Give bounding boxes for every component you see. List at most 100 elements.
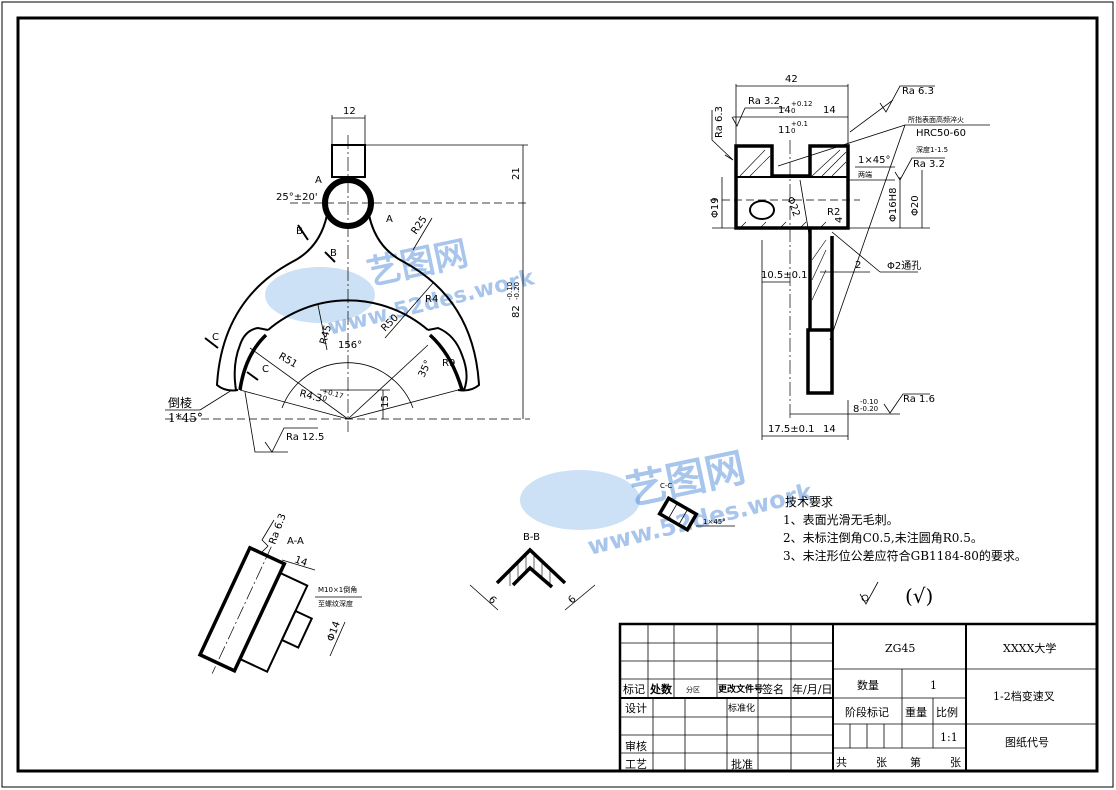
aa-thread — [280, 609, 314, 649]
dim-2: 2 — [855, 260, 861, 271]
school-name: XXXX大学 — [1003, 641, 1056, 655]
section-aa: Ra 6.3 A-A 14 M10×1倒角 至螺纹深度 Φ14 — [197, 512, 362, 674]
roughness-left: Ra 6.3 — [714, 106, 725, 138]
section-label-c: C — [212, 332, 219, 343]
chamfer-value: 1*45° — [168, 411, 203, 425]
fork-outline-right — [368, 214, 481, 392]
dim-r9: R9 — [442, 358, 455, 369]
pin-hole — [749, 200, 775, 220]
part-name: 1-2档变速叉 — [993, 689, 1055, 703]
tech-req-item: 3、未注形位公差应符合GB1184-80的要求。 — [783, 548, 1027, 563]
section-mark-b — [297, 224, 309, 241]
label-sheet-no: 第 — [910, 755, 921, 769]
section-label-b: B — [330, 248, 337, 259]
tech-req-title: 技术要求 — [785, 495, 833, 509]
dim-82-tol-lower: -0.20 — [513, 282, 521, 300]
dim-slot-11-tol-lower: 0 — [791, 127, 795, 135]
top-boss — [331, 144, 366, 178]
label-approve: 批准 — [731, 757, 753, 771]
section-label-a: A — [315, 175, 322, 186]
rev-header-count: 处数 — [649, 682, 673, 696]
cc-title: C-C — [660, 482, 672, 490]
dim-dia-19: Φ19 — [710, 197, 721, 218]
leader — [831, 231, 881, 273]
chamfer-note: 1×45° — [858, 155, 890, 166]
section-label-c: C — [262, 364, 269, 375]
roughness-circle — [861, 594, 869, 602]
fork-outline-left — [215, 214, 328, 392]
section-mark-b — [324, 251, 336, 263]
dim-10-5: 10.5±0.1 — [761, 270, 808, 281]
dim-17-5: 17.5±0.1 — [768, 424, 815, 435]
left-jaw-pad — [238, 333, 268, 391]
side-view: 42 14 +0.12 0 14 11 +0.1 0 Φ19 Φ22 R2 Φ1… — [710, 74, 990, 440]
label-stage: 阶段标记 — [845, 705, 889, 719]
label-weight: 重量 — [905, 705, 927, 719]
hatching — [739, 149, 847, 301]
roughness-ra-12-5: Ra 12.5 — [286, 432, 324, 443]
roughness-unmachined-icon — [859, 581, 879, 605]
dim-line — [249, 347, 349, 420]
watermark-globe — [265, 267, 375, 323]
quantity: 1 — [930, 679, 937, 692]
inner-frame — [16, 16, 1099, 773]
roughness-symbol — [883, 393, 930, 414]
both-ends-note: 两端 — [858, 170, 872, 179]
r43-arc — [281, 362, 414, 409]
dim-dia-16h8: Φ16H8 — [888, 188, 899, 222]
section-bb: B-B 6 6 — [469, 532, 596, 611]
dim-dia-20: Φ20 — [910, 195, 921, 216]
leader — [777, 124, 906, 167]
label-sheets: 张 — [876, 756, 887, 769]
depth-note: 深度1-1.5 — [916, 145, 948, 154]
bb-title: B-B — [523, 532, 540, 543]
material: ZG45 — [885, 642, 915, 655]
dim-line — [412, 217, 433, 251]
rev-header-mark: 标记 — [623, 682, 645, 696]
general-roughness: (√) — [859, 581, 933, 608]
roughness-top-left: Ra 3.2 — [748, 96, 780, 107]
dim-25-deg: 25°±20' — [276, 192, 318, 203]
dim-21: 21 — [511, 167, 522, 180]
dim-r2: R2 — [827, 207, 840, 218]
leader — [199, 389, 233, 411]
bb-profile — [495, 547, 567, 589]
hardness-note: HRC50-60 — [916, 128, 966, 139]
dim-r51: R51 — [277, 351, 300, 370]
label-sheet: 张 — [950, 756, 961, 769]
label-scale: 比例 — [936, 705, 958, 719]
dim-r43-tol-lower: 0 — [321, 394, 327, 403]
aa-roughness: Ra 6.3 — [267, 512, 288, 546]
right-jaw — [427, 326, 468, 391]
label-review: 审核 — [625, 739, 647, 753]
dim-bottom-14: 14 — [823, 424, 836, 435]
roughness-symbol — [894, 157, 945, 181]
dim-line — [281, 559, 316, 571]
roughness-symbol — [261, 519, 275, 553]
section-label-a: A — [386, 214, 393, 225]
dim-line — [564, 584, 596, 611]
dim-12: 12 — [343, 106, 356, 117]
tech-requirements: 技术要求 1、表面光滑无毛刺。 2、未标注倒角C0.5,未注圆角R0.5。 3、… — [783, 495, 1027, 563]
dim-15: 15 — [380, 395, 391, 408]
dim-156-deg: 156° — [338, 340, 362, 351]
hub — [322, 177, 374, 229]
rev-header-doc: 更改文件号 — [718, 683, 763, 695]
label-process: 工艺 — [625, 758, 647, 771]
fork-arm — [808, 228, 834, 330]
rev-header-zone: 分区 — [686, 685, 700, 694]
roughness-other: (√) — [905, 584, 933, 608]
dim-4: 4 — [834, 217, 845, 223]
centerline — [211, 546, 272, 674]
dim-right-14: 14 — [823, 105, 836, 116]
dim-dia-22: Φ22 — [784, 195, 801, 218]
title-block: 标记 处数 分区 更改文件号 签名 年/月/日 设计 标准化 审核 工艺 批准 … — [618, 622, 1099, 773]
section-mark-c — [246, 371, 259, 381]
dim-r25: R25 — [409, 214, 429, 236]
tech-req-item: 1、表面光滑无毛刺。 — [783, 513, 899, 527]
dim-line — [347, 344, 429, 420]
dim-r43: R4.3 — [298, 388, 323, 405]
dim-slot-11: 11 — [778, 125, 791, 136]
label-total: 共 — [836, 756, 847, 769]
